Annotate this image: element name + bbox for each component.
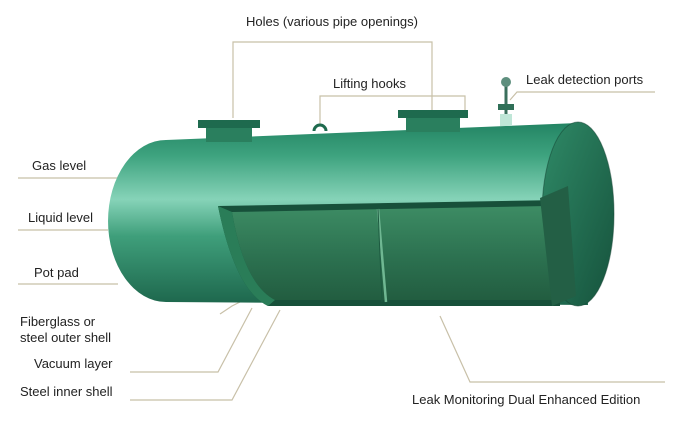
label-holes: Holes (various pipe openings) [246, 14, 418, 29]
label-vacuum-layer: Vacuum layer [34, 356, 113, 371]
label-outer-shell-line2: steel outer shell [20, 330, 112, 345]
manhole-right [398, 110, 468, 132]
leader-inner-shell [130, 309, 281, 401]
leader-leak-ports [509, 91, 655, 101]
lifting-hook [312, 123, 328, 132]
label-outer-shell: Fiberglass or steel outer shell [20, 314, 160, 346]
inner-shell [232, 206, 552, 300]
manhole-left [198, 120, 260, 142]
label-leak-detection-ports: Leak detection ports [526, 72, 644, 87]
shell-layers-edge [218, 206, 275, 306]
cutaway-end-flap [540, 186, 576, 306]
leader-edition [439, 315, 665, 383]
label-pot-pad: Pot pad [34, 265, 79, 280]
label-gas-level: Gas level [32, 158, 87, 173]
tank [108, 77, 615, 307]
label-steel-inner-shell: Steel inner shell [20, 384, 113, 399]
label-edition: Leak Monitoring Dual Enhanced Edition [412, 392, 641, 407]
label-liquid-level: Liquid level [28, 210, 94, 225]
leader-vacuum-layer [130, 307, 253, 373]
label-outer-shell-line1: Fiberglass or [20, 314, 96, 329]
leak-detection-port [498, 77, 514, 126]
leader-lines [18, 41, 665, 401]
label-lifting-hooks: Lifting hooks [333, 76, 406, 91]
inner-seam [376, 208, 388, 303]
leader-lifting-hooks [319, 95, 466, 124]
leader-holes [232, 41, 433, 118]
